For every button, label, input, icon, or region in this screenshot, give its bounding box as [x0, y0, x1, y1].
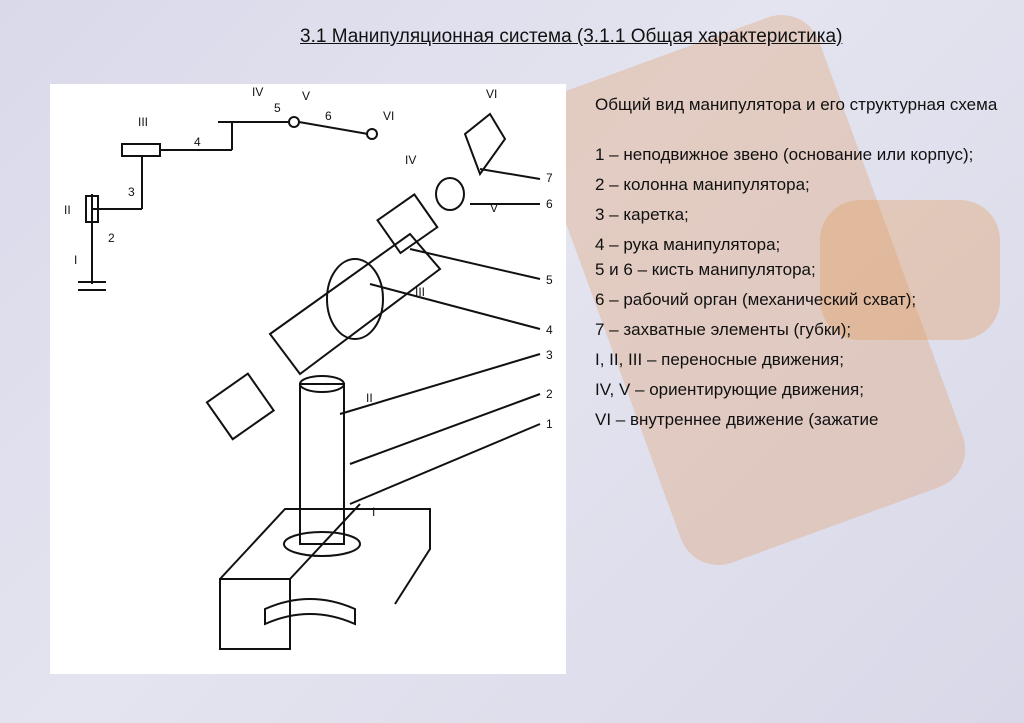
callout-label: 6 — [546, 197, 553, 211]
list-item: I, II, III – переносные движения; — [595, 350, 844, 369]
manipulator-figure: IV 5 V 6 VI III 4 3 II 2 I 7 6 5 4 3 2 1… — [50, 84, 566, 674]
list-item: 4 – рука манипулятора; 5 и 6 – кисть ман… — [595, 235, 816, 279]
list-item: 6 – рабочий орган (механический схват); — [595, 290, 917, 309]
motion-label: VI — [486, 87, 497, 101]
list-item: VI – внутреннее движение (зажатие — [595, 410, 879, 429]
schema-label: 5 — [274, 101, 281, 115]
schema-label: III — [138, 115, 148, 129]
background-robot-shape — [820, 200, 1000, 340]
schema-label: V — [302, 89, 310, 103]
schema-label: 3 — [128, 185, 135, 199]
list-item: 2 – колонна манипулятора; — [595, 175, 810, 194]
motion-label: IV — [405, 153, 416, 167]
schema-label: 4 — [194, 135, 201, 149]
list-item: IV, V – ориентирующие движения; — [595, 380, 864, 399]
list-item: 3 – каретка; — [595, 205, 689, 224]
schema-label: 6 — [325, 109, 332, 123]
callout-label: 5 — [546, 273, 553, 287]
schema-label: 2 — [108, 231, 115, 245]
callout-label: 4 — [546, 323, 553, 337]
list-item: 1 – неподвижное звено (основание или кор… — [595, 145, 974, 164]
description-list: Общий вид манипулятора и его структурная… — [595, 92, 1005, 437]
schema-label: I — [74, 253, 77, 267]
motion-label: I — [372, 505, 375, 519]
schema-label: II — [64, 203, 71, 217]
callout-label: 2 — [546, 387, 553, 401]
slide-title: 3.1 Манипуляционная система (3.1.1 Общая… — [300, 26, 843, 47]
motion-label: III — [415, 285, 425, 299]
schema-label: VI — [383, 109, 394, 123]
callout-label: 1 — [546, 417, 553, 431]
callout-label: 3 — [546, 348, 553, 362]
manipulator-drawing: IV 5 V 6 VI III 4 3 II 2 I 7 6 5 4 3 2 1… — [64, 85, 553, 650]
list-item: 7 – захватные элементы (губки); — [595, 320, 852, 339]
intro-text: Общий вид манипулятора и его структурная… — [595, 95, 998, 114]
motion-label: V — [490, 201, 498, 215]
schema-label: IV — [252, 85, 263, 99]
motion-label: II — [366, 391, 373, 405]
callout-label: 7 — [546, 171, 553, 185]
